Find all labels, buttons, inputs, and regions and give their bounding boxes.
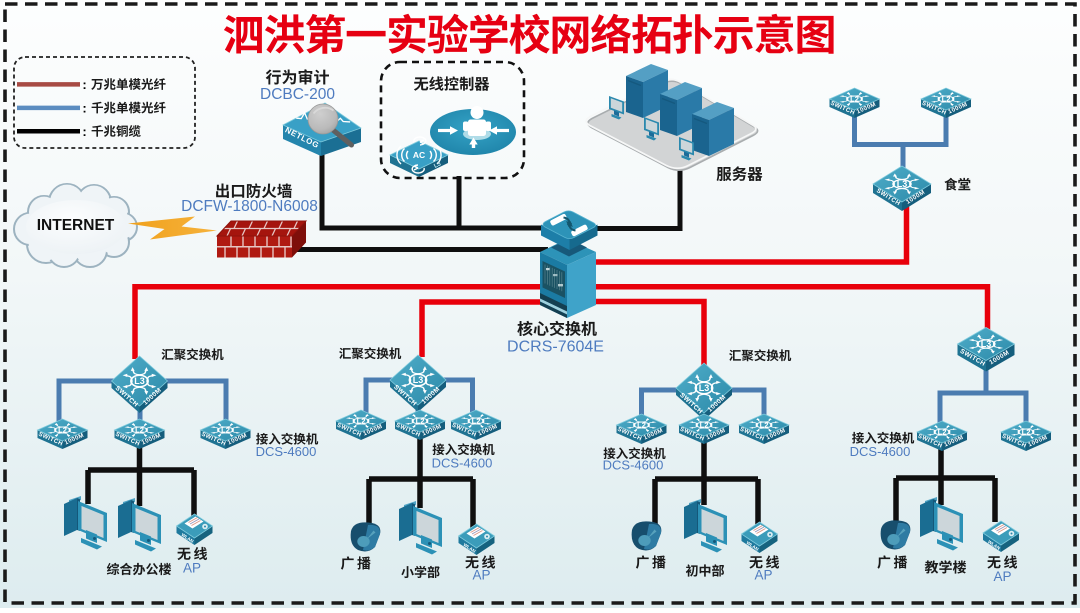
svg-text:L2: L2	[850, 95, 859, 104]
svg-text:L2: L2	[221, 426, 230, 435]
svg-text:AP: AP	[183, 561, 201, 576]
svg-text:L2: L2	[942, 95, 951, 104]
svg-text:DCS-4600: DCS-4600	[432, 456, 493, 471]
svg-text:WLAN: WLAN	[987, 539, 1001, 551]
svg-text:L3: L3	[413, 375, 424, 385]
svg-text:L3: L3	[433, 161, 443, 170]
svg-text:L3: L3	[897, 179, 908, 189]
svg-text:L2: L2	[472, 417, 481, 426]
svg-text:L2: L2	[1022, 428, 1031, 437]
svg-text:L3: L3	[699, 383, 710, 393]
svg-text:DCRS-7604E: DCRS-7604E	[507, 339, 604, 356]
svg-text:L3: L3	[134, 376, 145, 386]
svg-text:L2: L2	[637, 421, 646, 430]
svg-text:WLAN: WLAN	[180, 532, 194, 544]
svg-text:DCS-4600: DCS-4600	[256, 444, 317, 459]
svg-text::: :	[82, 124, 86, 139]
svg-text:L2: L2	[416, 417, 425, 426]
svg-text:L2: L2	[760, 421, 769, 430]
svg-text:WLAN: WLAN	[745, 540, 759, 552]
svg-text:AP: AP	[472, 568, 490, 583]
svg-text:INTERNET: INTERNET	[37, 217, 115, 234]
svg-text:L2: L2	[357, 417, 366, 426]
svg-text:AP: AP	[754, 568, 772, 583]
svg-text::: :	[82, 101, 86, 116]
svg-text:L2: L2	[58, 426, 67, 435]
svg-text:L2: L2	[938, 428, 947, 437]
svg-text:AP: AP	[993, 569, 1011, 584]
svg-text:DCS-4600: DCS-4600	[603, 458, 664, 473]
svg-text:L2: L2	[700, 421, 709, 430]
svg-text:AC: AC	[413, 150, 425, 160]
svg-text:WLAN: WLAN	[462, 542, 476, 554]
svg-text:DCS-4600: DCS-4600	[850, 444, 911, 459]
svg-text:L2: L2	[135, 426, 144, 435]
svg-text::: :	[82, 77, 86, 92]
svg-text:L3: L3	[981, 339, 992, 349]
svg-text:DCFW-1800-N6008: DCFW-1800-N6008	[181, 198, 318, 215]
svg-text:DCBC-200: DCBC-200	[260, 86, 335, 103]
